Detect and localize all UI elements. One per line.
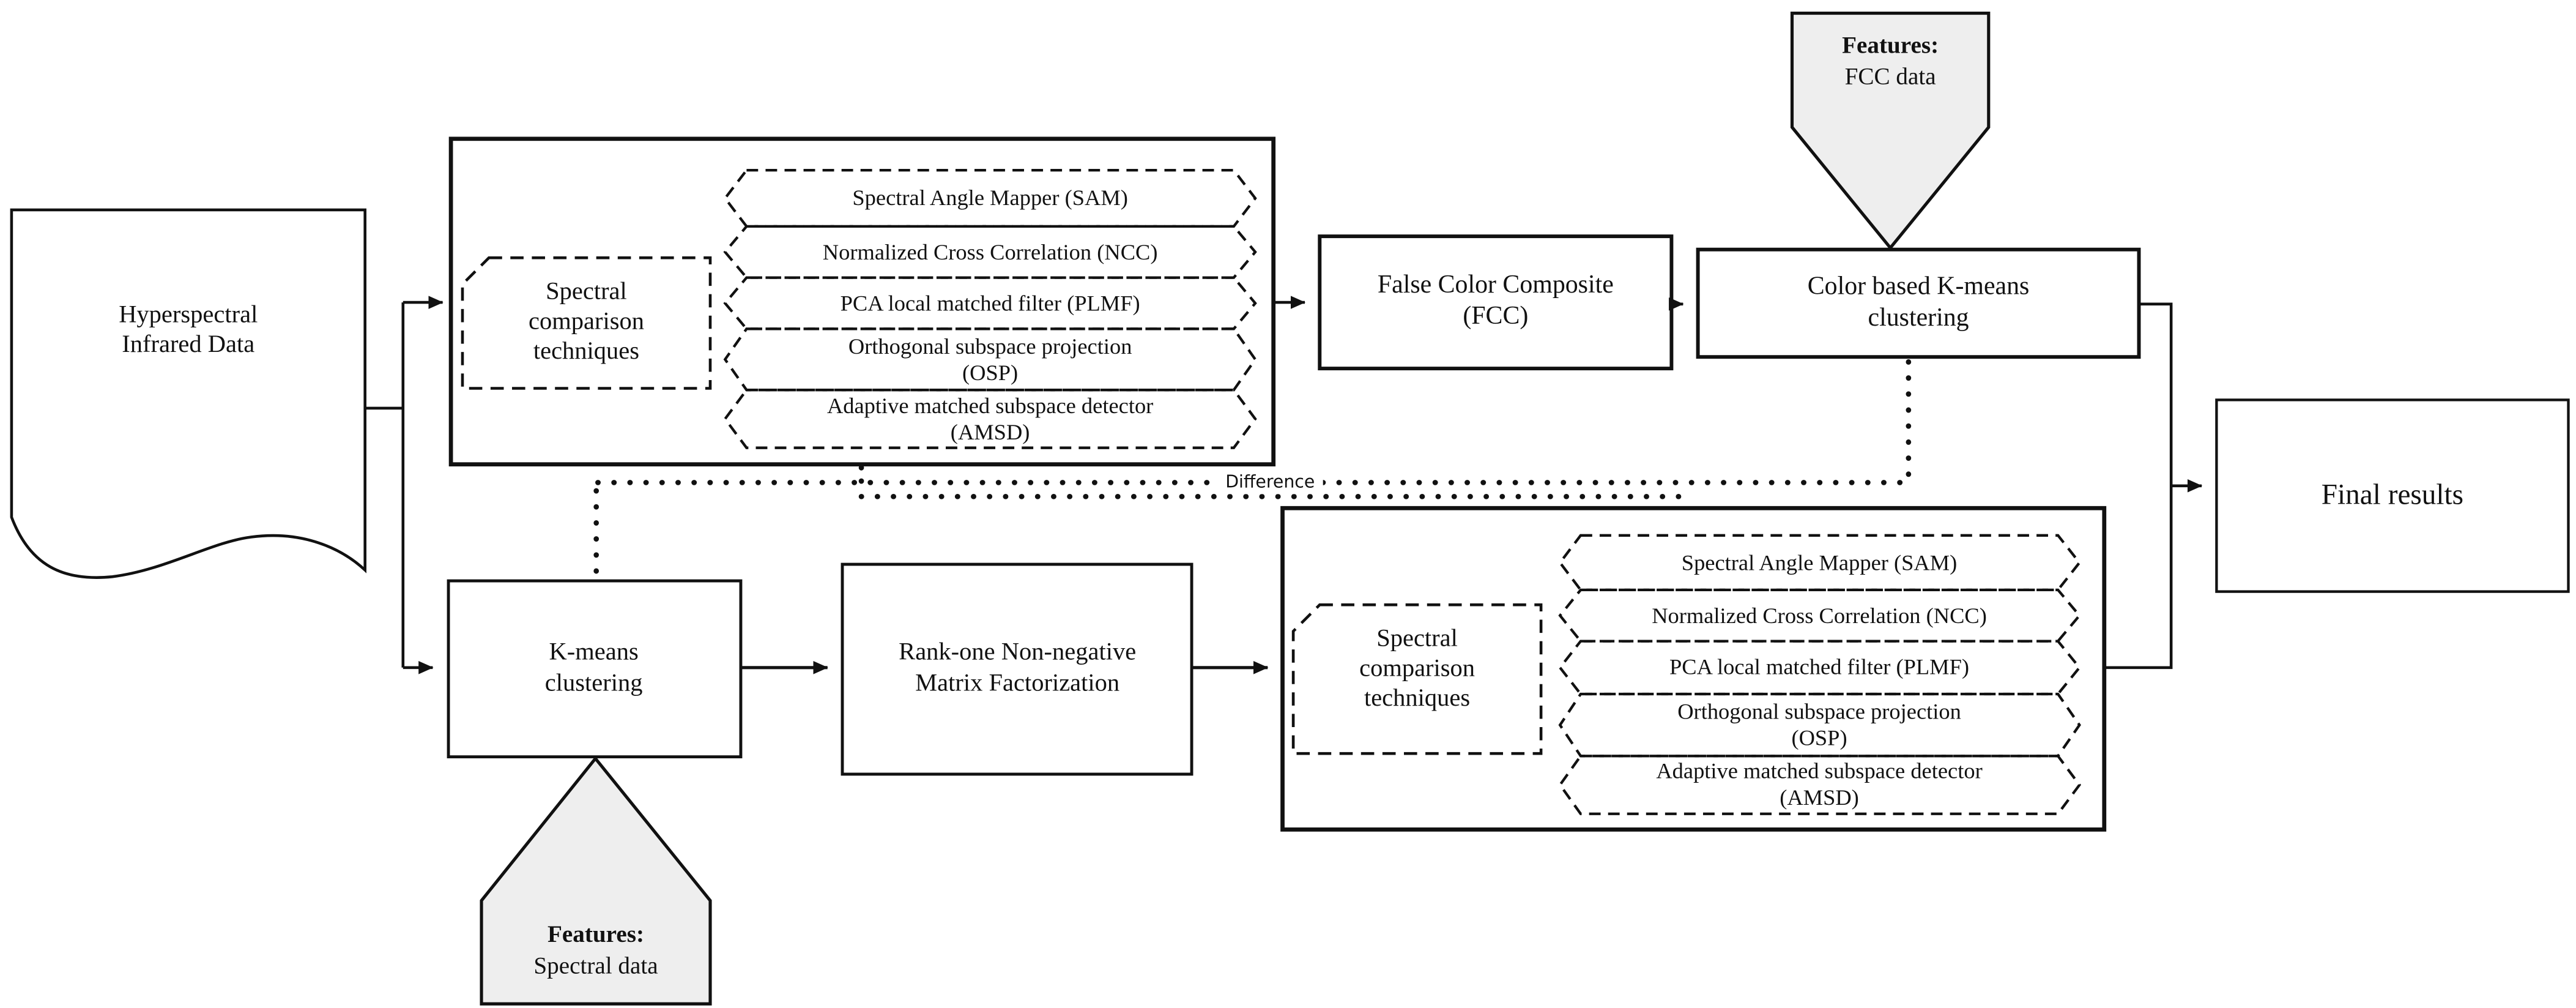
technique-osp-bottom-label: Orthogonal subspace projection (OSP) bbox=[1677, 699, 1961, 750]
input-data-shape bbox=[10, 208, 366, 579]
technique-hexagon-sam-bottom bbox=[1558, 534, 2082, 592]
rank-one-label: Rank-one Non-negative Matrix Factorizati… bbox=[899, 640, 1137, 697]
top-group-box bbox=[448, 136, 1276, 467]
spectral-features-value: Spectral data bbox=[533, 953, 658, 980]
technique-ncc-top-label: Normalized Cross Correlation (NCC) bbox=[822, 239, 1158, 264]
technique-osp-top-label: Orthogonal subspace projection (OSP) bbox=[848, 334, 1132, 384]
fcc-label: False Color Composite (FCC) bbox=[1377, 271, 1614, 330]
technique-hexagon-ncc-bottom bbox=[1558, 588, 2082, 643]
technique-hexagon-ncc-top bbox=[723, 225, 1257, 279]
color-kmeans-label: Color based K-means clustering bbox=[1807, 272, 2030, 332]
fcc-features-badge: Features: FCC data bbox=[1792, 20, 1989, 105]
technique-amsd-top-label: Adaptive matched subspace detector (AMSD… bbox=[826, 393, 1154, 444]
spectral-features-badge-shape bbox=[480, 756, 712, 1006]
technique-hexagon-amsd-bottom bbox=[1558, 755, 2081, 815]
spectral-features-title: Features: bbox=[547, 922, 645, 949]
technique-hexagon-sam-top bbox=[723, 168, 1257, 228]
kmeans-label: K-means clustering bbox=[544, 640, 643, 697]
technique-hexagon-osp-top bbox=[723, 327, 1257, 392]
spectral-comparison-bottom-shape bbox=[1291, 603, 1543, 755]
technique-plmf-bottom-label: PCA local matched filter (PLMF) bbox=[1669, 654, 1970, 680]
final-results-label: Final results bbox=[2321, 478, 2464, 512]
technique-sam-bottom-label: Spectral Angle Mapper (SAM) bbox=[1681, 550, 1958, 575]
final-results-box bbox=[2215, 398, 2570, 593]
technique-amsd-bottom-label: Adaptive matched subspace detector (AMSD… bbox=[1656, 759, 1983, 810]
spectral-comparison-bottom-label: Spectral comparison techniques bbox=[1359, 625, 1475, 713]
input-data-label: Hyperspectral Infrared Data bbox=[119, 302, 258, 359]
fcc-features-value: FCC data bbox=[1844, 64, 1936, 91]
technique-sam-top-label: Spectral Angle Mapper (SAM) bbox=[852, 185, 1128, 211]
technique-hexagon-plmf-top bbox=[723, 276, 1257, 330]
kmeans-box bbox=[447, 579, 743, 759]
difference-edge-label: Difference bbox=[1217, 471, 1323, 493]
rank-one-box bbox=[841, 562, 1193, 776]
technique-hexagon-amsd-top bbox=[723, 389, 1257, 449]
technique-hexagon-osp-bottom bbox=[1558, 640, 2082, 696]
technique-ncc-bottom-label: Normalized Cross Correlation (NCC) bbox=[1652, 602, 1987, 628]
technique-plmf-top-label: PCA local matched filter (PLMF) bbox=[840, 290, 1140, 315]
bottom-group-box bbox=[1280, 506, 2107, 832]
spectral-features-badge: Features: Spectral data bbox=[481, 906, 710, 998]
fcc-features-badge-shape bbox=[1790, 12, 1991, 251]
spectral-comparison-top-label: Spectral comparison techniques bbox=[529, 278, 644, 366]
spectral-comparison-top-shape bbox=[461, 256, 712, 390]
fcc-features-title: Features: bbox=[1842, 33, 1939, 60]
